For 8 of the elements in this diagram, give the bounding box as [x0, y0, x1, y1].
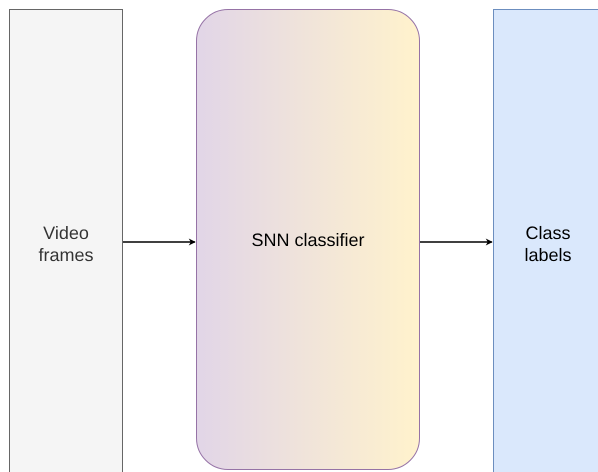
- process-box: [196, 9, 420, 470]
- input-box: [9, 9, 123, 472]
- arrow: [123, 238, 196, 246]
- node-label: SNN classifier: [251, 228, 365, 250]
- output-box: [493, 9, 598, 472]
- arrow: [420, 238, 493, 246]
- node-label: Video frames: [37, 222, 94, 266]
- node-label: Class labels: [523, 222, 573, 266]
